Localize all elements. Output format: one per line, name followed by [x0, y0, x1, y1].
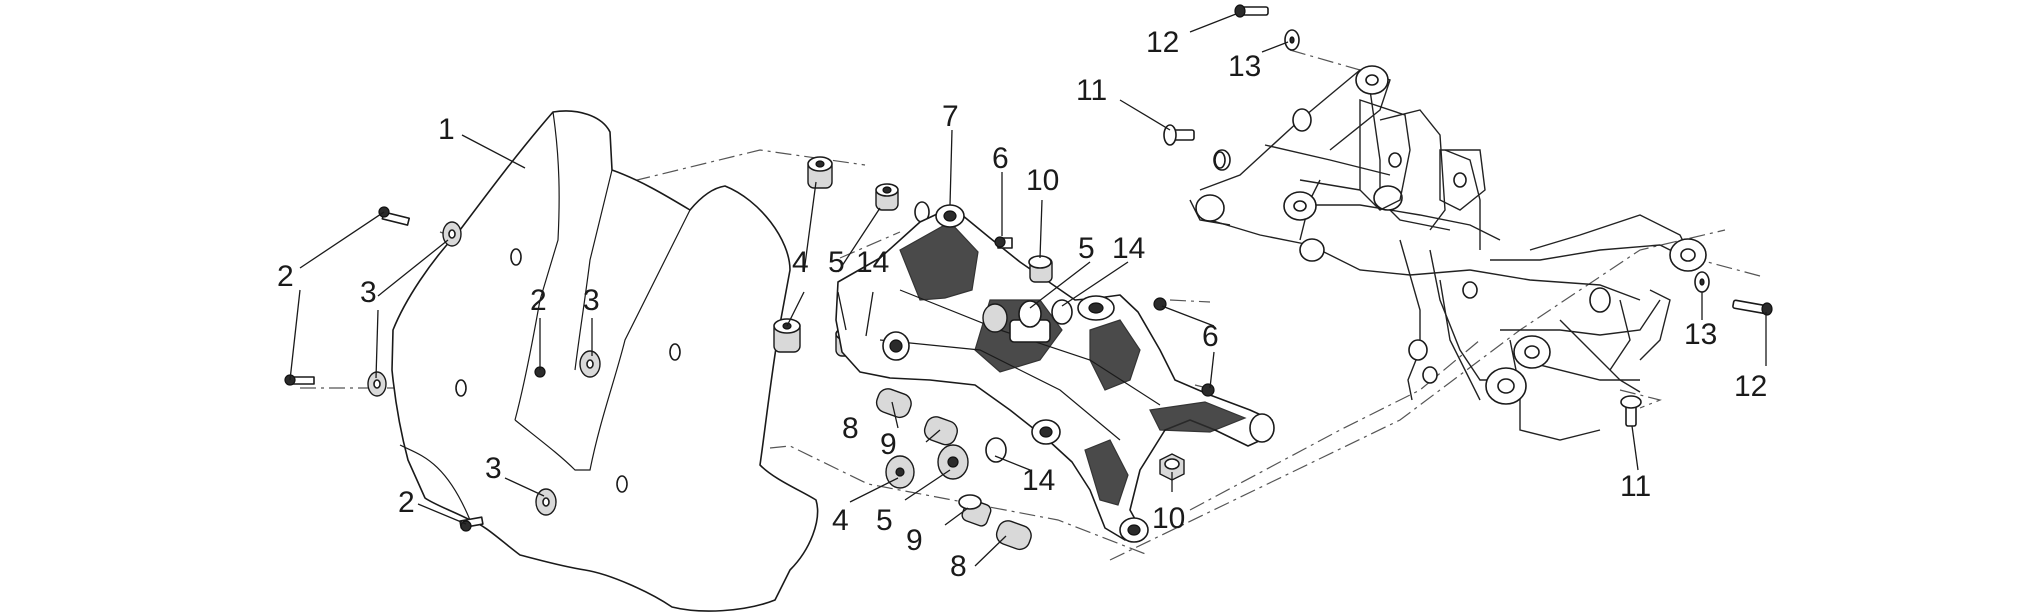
callout-4: 4	[832, 504, 849, 537]
grommet-icon	[773, 318, 801, 353]
nut-icon	[1028, 255, 1053, 283]
bolt-icon	[1163, 124, 1195, 146]
screw-icon	[378, 206, 411, 226]
callout-14: 14	[1112, 232, 1145, 265]
callout-12: 12	[1734, 370, 1767, 403]
bolt-icon	[1620, 395, 1642, 427]
washer-icon	[1018, 300, 1042, 328]
washer-icon	[1051, 299, 1073, 325]
spacer-icon	[995, 520, 1032, 551]
spacer-icon	[958, 494, 992, 527]
bolt-icon	[1732, 299, 1773, 316]
spacer-icon	[875, 388, 912, 419]
screws-and-washers-left	[284, 206, 601, 532]
callout-9: 9	[880, 428, 897, 461]
nut-icon	[1159, 453, 1185, 481]
callout-13: 13	[1228, 50, 1261, 83]
screw-icon	[459, 516, 484, 532]
callout-6: 6	[992, 142, 1009, 175]
callout-10: 10	[1026, 164, 1059, 197]
spacers	[875, 388, 1032, 551]
washer-icon	[985, 437, 1007, 463]
screw-icon	[1153, 297, 1167, 311]
callout-12: 12	[1146, 26, 1179, 59]
callout-2: 2	[277, 260, 294, 293]
headstock-frame	[1189, 65, 1707, 441]
callout-8: 8	[950, 550, 967, 583]
callout-1: 1	[438, 113, 455, 146]
callout-3: 3	[360, 276, 377, 309]
spacer-icon	[923, 416, 958, 446]
callout-5: 5	[876, 504, 893, 537]
callout-14: 14	[1022, 464, 1055, 497]
callout-7: 7	[942, 100, 959, 133]
callout-3: 3	[583, 284, 600, 317]
washer-icon	[982, 303, 1008, 333]
windscreen	[391, 110, 819, 612]
bracket-fasteners	[982, 236, 1215, 481]
callout-11: 11	[1076, 74, 1107, 107]
grommet-icon	[807, 156, 833, 189]
windscreen-outline	[391, 110, 819, 612]
screw-icon	[994, 236, 1013, 249]
grommet-icon	[875, 183, 899, 211]
screw-icon	[1201, 383, 1215, 397]
callout-2: 2	[530, 284, 547, 317]
leader-lines	[289, 13, 1767, 567]
callout-11: 11	[1620, 470, 1651, 503]
screw-icon	[284, 374, 315, 386]
callout-4: 4	[792, 246, 809, 279]
bolt-icon	[1234, 4, 1269, 18]
callout-labels: 1 2 2 2 3 3 3 4 4 5 5 5 6 6 7 8 8 9 9 10…	[277, 26, 1767, 583]
callout-8: 8	[842, 412, 859, 445]
callout-2: 2	[398, 486, 415, 519]
grommet-icon	[937, 444, 969, 480]
callout-5: 5	[828, 246, 845, 279]
frame-fasteners	[1163, 4, 1773, 427]
callout-9: 9	[906, 524, 923, 557]
callout-6: 6	[1202, 320, 1219, 353]
callout-14: 14	[856, 246, 889, 279]
callout-3: 3	[485, 452, 502, 485]
callout-13: 13	[1684, 318, 1717, 351]
callout-10: 10	[1152, 502, 1185, 535]
callout-5: 5	[1078, 232, 1095, 265]
